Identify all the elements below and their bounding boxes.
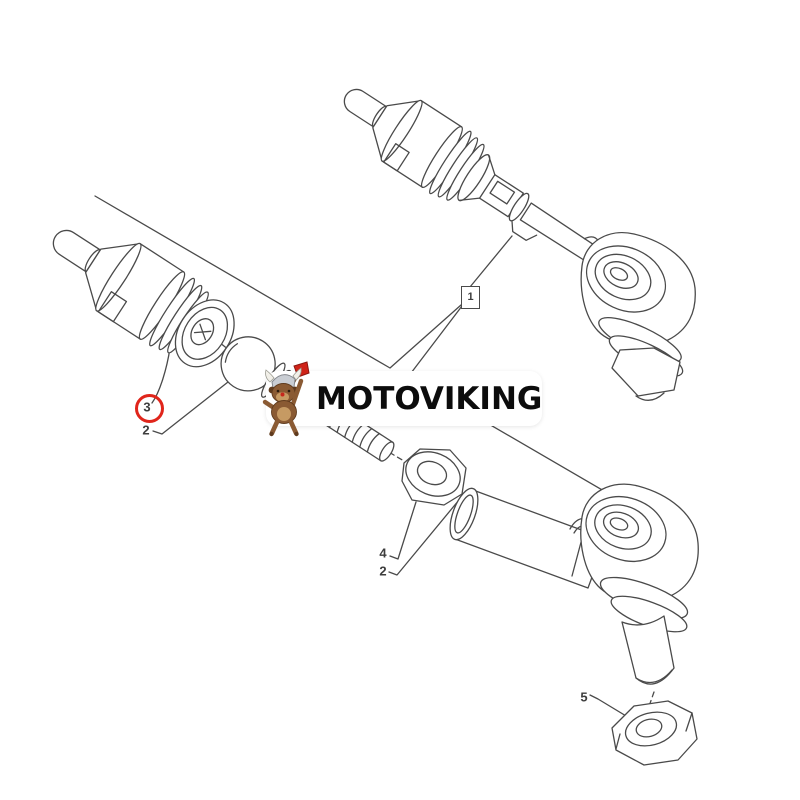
top-tie-rod-end-head — [580, 232, 696, 401]
callout-2-lower: 2 — [379, 563, 387, 579]
callout-3: 3 — [143, 399, 151, 415]
callout-4: 4 — [379, 545, 387, 561]
brand-name: MOTOVIKING — [316, 381, 543, 417]
leader-lines — [94, 195, 684, 723]
callout-5: 5 — [580, 689, 588, 705]
callout-2-upper: 2 — [142, 422, 150, 438]
callout-1: 1 — [461, 286, 480, 309]
boot-joint-part — [52, 229, 395, 462]
stud-nut-part — [611, 700, 698, 766]
viking-mascot-icon — [262, 361, 310, 437]
top-tie-rod-assembly — [343, 88, 602, 266]
highlight-circle — [135, 394, 164, 423]
jam-nut-part — [401, 448, 467, 506]
brand-watermark: MOTOVIKING — [262, 361, 543, 437]
tie-rod-end-part — [449, 483, 699, 685]
